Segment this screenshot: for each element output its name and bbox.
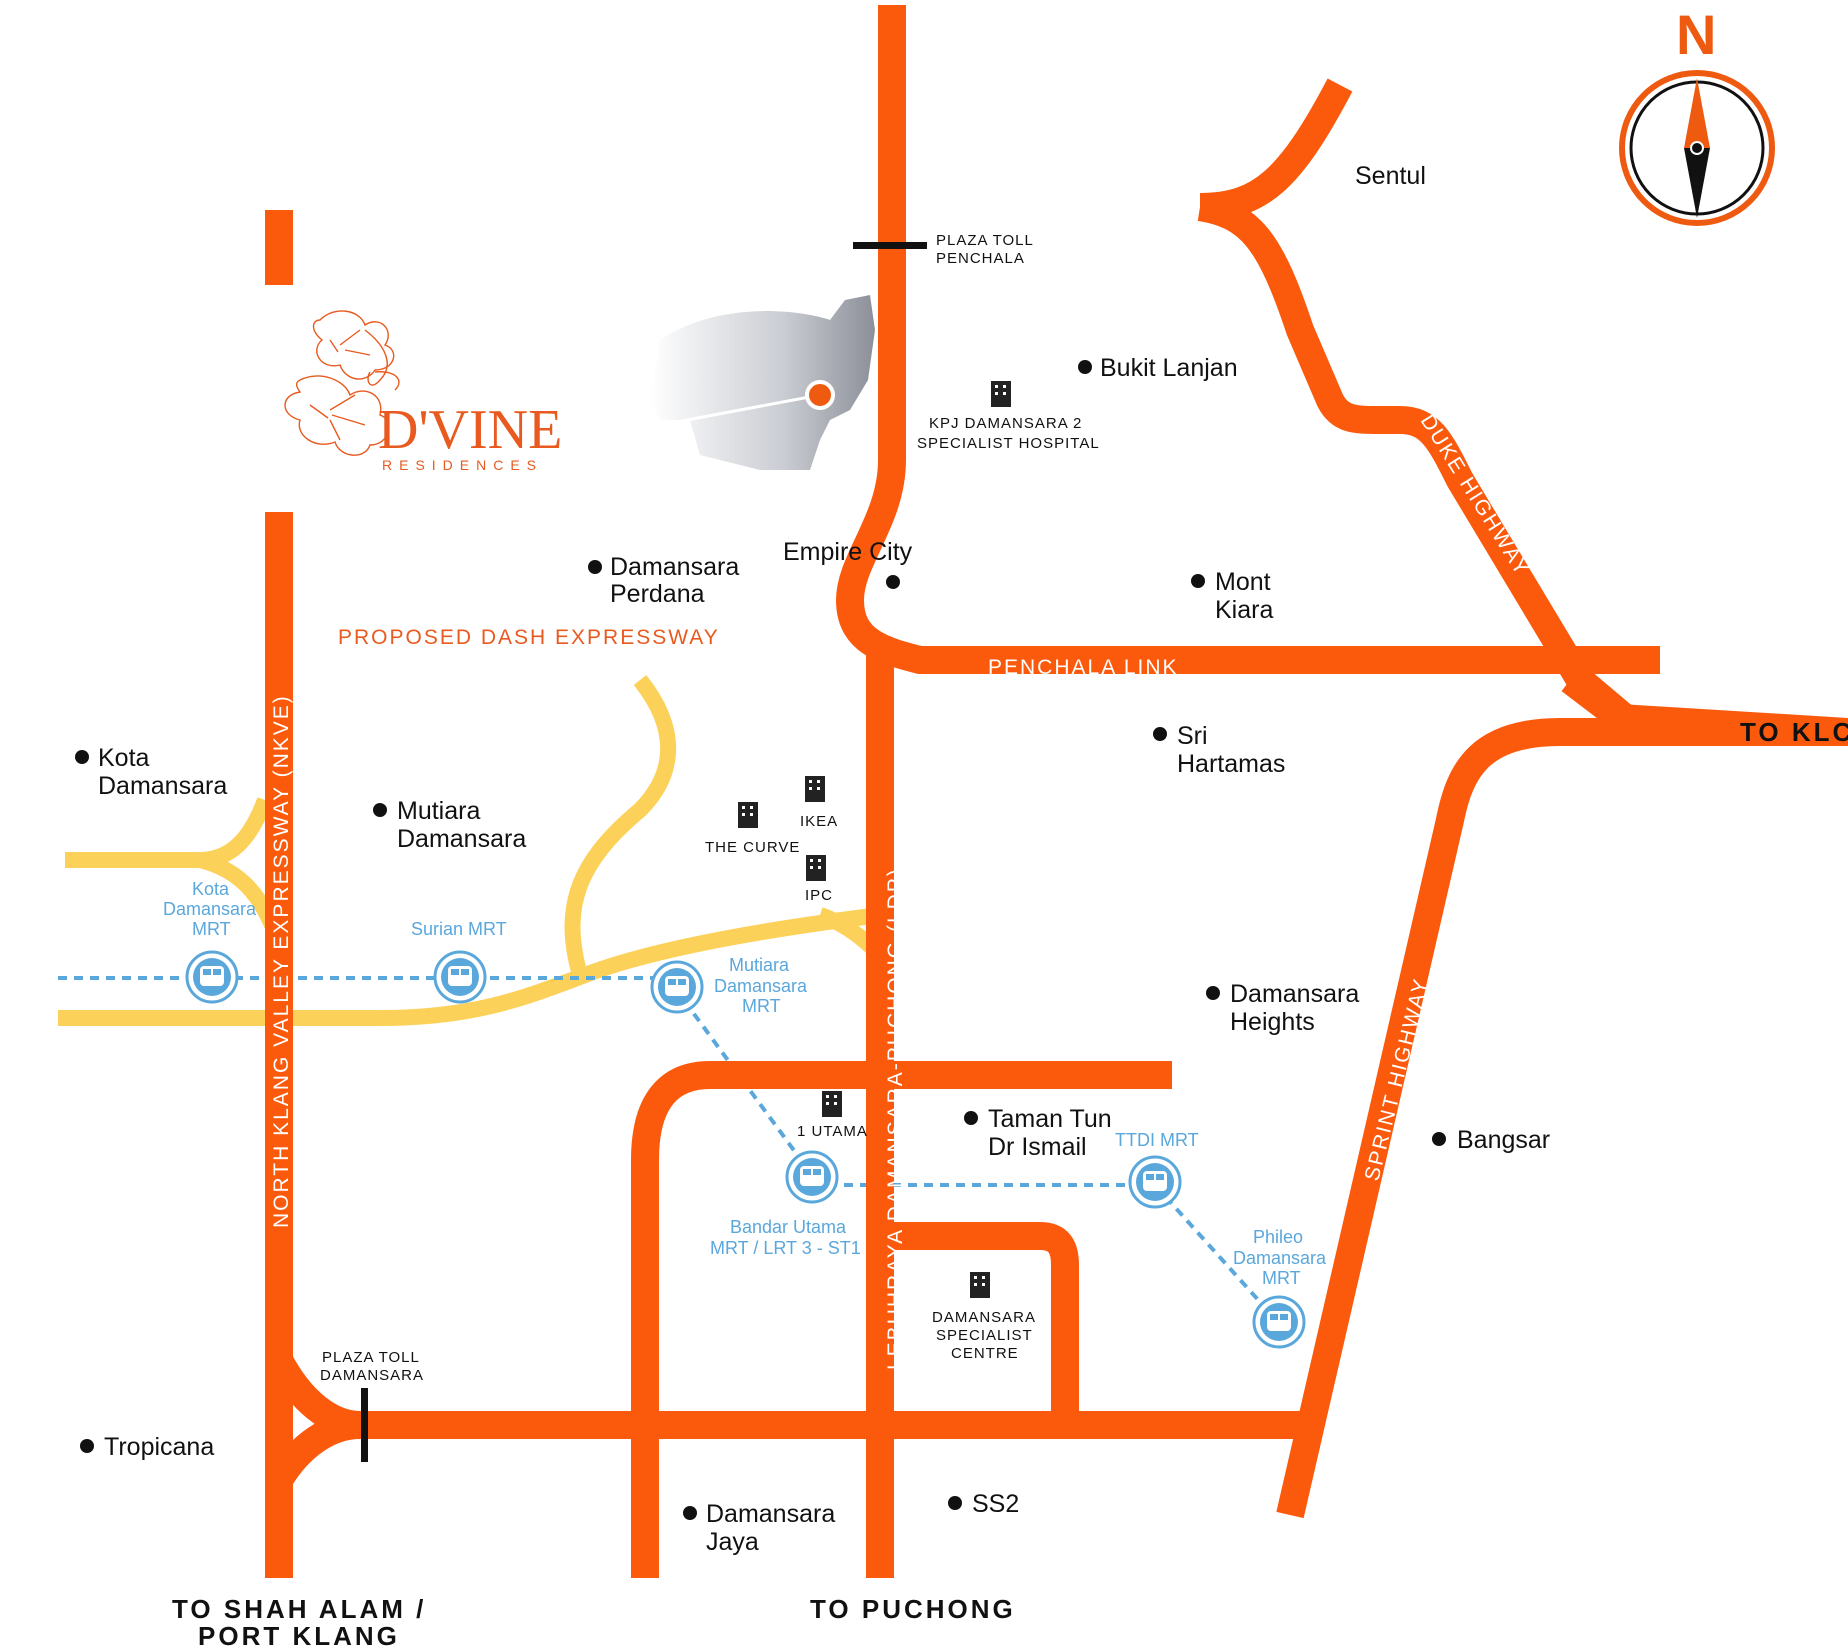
- building-icon-ikea: [805, 776, 825, 802]
- mrt-phileo-2: Damansara: [1233, 1248, 1327, 1268]
- toll-penchala-l1: PLAZA TOLL: [936, 232, 1034, 249]
- place-damansara-heights-1: Damansara: [1230, 980, 1359, 1008]
- place-mutiara-damansara-1: Mutiara: [397, 797, 480, 825]
- ldp-road: [835, 5, 1660, 674]
- place-taman-tun-1: Taman Tun: [988, 1105, 1112, 1133]
- building-icon-dsc: [970, 1272, 990, 1298]
- landmark-dsc-2: SPECIALIST: [936, 1327, 1033, 1344]
- place-bangsar: Bangsar: [1457, 1126, 1550, 1154]
- building-icons: [738, 381, 1011, 1298]
- landmark-dsc-1: DAMANSARA: [932, 1309, 1036, 1326]
- place-damansara-perdana-1: Damansara: [610, 553, 739, 581]
- place-mont-kiara-2: Kiara: [1215, 596, 1273, 624]
- compass-needle-icon: [1684, 78, 1710, 148]
- toll-bar-damansara: [361, 1388, 368, 1462]
- place-kota-damansara-1: Kota: [98, 744, 150, 772]
- label-duke: DUKE HIGHWAY: [1416, 410, 1534, 580]
- toll-bar-penchala: [853, 242, 927, 249]
- mrt-phileo-1: Phileo: [1253, 1227, 1303, 1247]
- place-ss2: SS2: [972, 1490, 1019, 1518]
- place-damansara-jaya-2: Jaya: [706, 1528, 759, 1556]
- secondary-roads: [58, 675, 891, 1026]
- label-nkve: NORTH KLANG VALLEY EXPRESSWAY (NKVE): [270, 694, 293, 1228]
- vine-leaf-icon: [284, 310, 400, 456]
- direction-klcc: TO KLCC: [1740, 717, 1848, 747]
- place-kota-damansara-2: Damansara: [98, 772, 227, 800]
- mrt-bandar-2: MRT / LRT 3 - ST1: [710, 1238, 861, 1258]
- yellow-road-main: [58, 907, 881, 1026]
- landmark-1-utama: 1 UTAMA: [797, 1123, 868, 1140]
- mrt-ttdi: TTDI MRT: [1115, 1130, 1199, 1150]
- direction-puchong: TO PUCHONG: [810, 1594, 1016, 1624]
- train-icon-surian: [433, 950, 487, 1004]
- place-sentul: Sentul: [1355, 162, 1426, 190]
- landmark-ikea: IKEA: [800, 813, 838, 830]
- landmark-the-curve: THE CURVE: [705, 839, 800, 856]
- place-sri-hartamas-2: Hartamas: [1177, 750, 1285, 778]
- label-north-south: NORTH-SOUTH EXPRESSWAY: [338, 200, 687, 223]
- landmark-kpj-1: KPJ DAMANSARA 2: [929, 415, 1082, 432]
- mrt-kota-3: MRT: [192, 919, 231, 939]
- mrt-mutiara-2: Damansara: [714, 976, 808, 996]
- yellow-road-kota-top: [65, 797, 273, 868]
- landmark-ipc: IPC: [805, 887, 833, 904]
- place-damansara-heights-2: Heights: [1230, 1008, 1315, 1036]
- train-icon-kota-damansara: [185, 950, 239, 1004]
- building-icon-kpj: [991, 381, 1011, 407]
- place-sri-hartamas-1: Sri: [1177, 722, 1208, 750]
- landmark-dsc-3: CENTRE: [951, 1345, 1019, 1362]
- place-damansara-jaya-1: Damansara: [706, 1500, 835, 1528]
- place-empire-city: Empire City: [783, 538, 913, 566]
- place-taman-tun-2: Dr Ismail: [988, 1133, 1087, 1161]
- site-marker-icon: [805, 380, 835, 410]
- direction-shah-alam-2: PORT KLANG: [198, 1621, 400, 1646]
- train-icon-mutiara-damansara: [650, 960, 704, 1014]
- place-tropicana: Tropicana: [104, 1433, 214, 1461]
- label-ldp: LEBUHRAYA DAMANSARA-PUCHONG (LDP): [884, 867, 907, 1370]
- train-icon-ttdi: [1128, 1155, 1182, 1209]
- label-dash: PROPOSED DASH EXPRESSWAY: [338, 626, 720, 649]
- compass-north-label: N: [1676, 3, 1716, 66]
- sprint-highway: [1276, 718, 1848, 1519]
- compass: N: [1619, 3, 1775, 226]
- train-icon-phileo-damansara: [1252, 1295, 1306, 1349]
- toll-penchala-l2: PENCHALA: [936, 250, 1025, 267]
- brand-subtitle: RESIDENCES: [382, 457, 543, 473]
- toll-damansara-l1: PLAZA TOLL: [322, 1349, 420, 1366]
- mrt-stations: [185, 950, 1306, 1349]
- project-site: [650, 295, 875, 470]
- place-mutiara-damansara-2: Damansara: [397, 825, 526, 853]
- yellow-road-dash-link: [564, 675, 677, 978]
- label-penchala: PENCHALA LINK: [988, 656, 1179, 679]
- mrt-mutiara-1: Mutiara: [729, 955, 790, 975]
- mrt-phileo-3: MRT: [1262, 1268, 1301, 1288]
- mrt-surian: Surian MRT: [411, 919, 507, 939]
- main-roads: [0, 5, 1848, 1578]
- building-icon-the-curve: [738, 802, 758, 828]
- mrt-mutiara-3: MRT: [742, 996, 781, 1016]
- mrt-kota-2: Damansara: [163, 899, 257, 919]
- building-icon-ipc: [806, 855, 826, 881]
- place-mont-kiara-1: Mont: [1215, 568, 1271, 596]
- mrt-kota-1: Kota: [192, 879, 230, 899]
- building-icon-1-utama: [822, 1091, 842, 1117]
- landmark-kpj-2: SPECIALIST HOSPITAL: [917, 435, 1100, 452]
- place-bukit-lanjan: Bukit Lanjan: [1100, 354, 1238, 382]
- brand-logo: D'VINE RESIDENCES: [284, 310, 562, 473]
- mrt-line: [58, 976, 1280, 1324]
- toll-damansara-l2: DAMANSARA: [320, 1367, 424, 1384]
- direction-shah-alam-1: TO SHAH ALAM /: [172, 1594, 426, 1624]
- place-dots: [75, 360, 1446, 1520]
- train-icon-bandar-utama: [785, 1150, 839, 1204]
- mrt-bandar-1: Bandar Utama: [730, 1217, 847, 1237]
- brand-name: D'VINE: [378, 399, 562, 461]
- place-damansara-perdana-2: Perdana: [610, 580, 705, 608]
